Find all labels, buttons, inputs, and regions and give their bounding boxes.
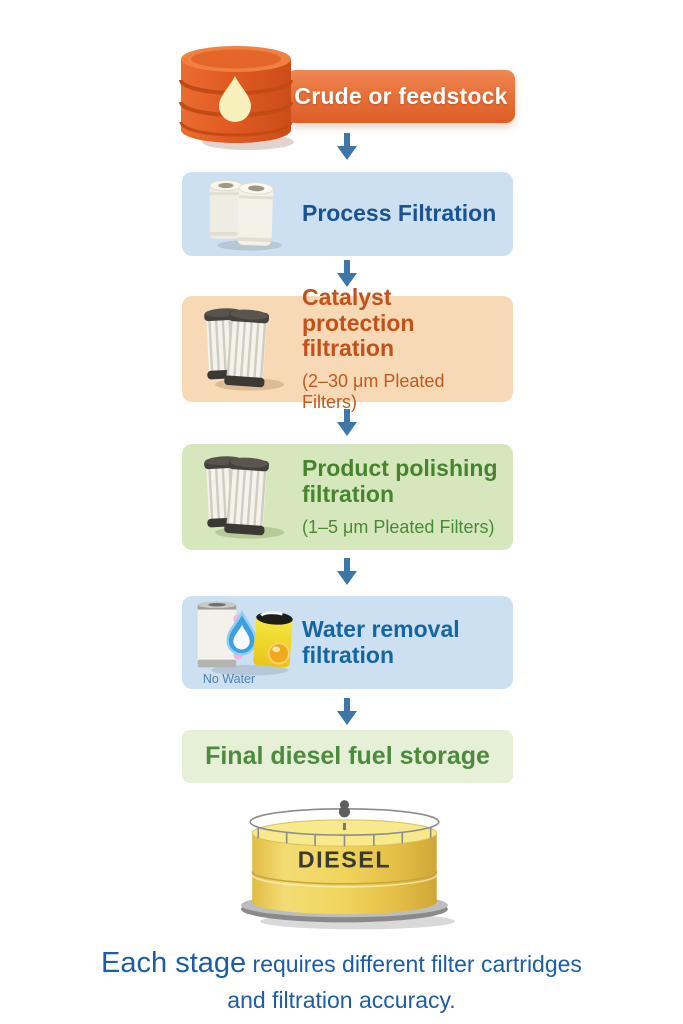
water-separator-icon: No Water [182, 599, 302, 686]
step-title: Water removal filtration [302, 615, 460, 668]
step-subtitle: (1–5 μm Pleated Filters) [302, 516, 495, 537]
arrow-down-icon [332, 259, 362, 289]
step-title: Catalyst protection filtration [302, 283, 415, 362]
source-banner: Crude or feedstock [287, 70, 515, 123]
pleated-filters-icon [182, 305, 302, 393]
footer-note: Each stage requires different filter car… [0, 944, 683, 1016]
source-banner-label: Crude or feedstock [294, 83, 508, 109]
step-subtitle: (2–30 μm Pleated Filters) [302, 371, 445, 413]
arrow-down-icon [332, 697, 362, 727]
step-title: Process Filtration [302, 200, 497, 227]
final-storage-banner: Final diesel fuel storage [182, 730, 513, 783]
arrow-down-icon [332, 408, 362, 438]
diesel-tank: DIESEL [238, 794, 456, 932]
step-title: Product polishing filtration [302, 455, 498, 507]
step-product-polishing-filtration: Product polishing filtration (1–5 μm Ple… [182, 444, 513, 550]
filter-cartridges-icon [182, 176, 302, 252]
arrow-down-icon [332, 132, 362, 162]
pleated-filters-icon [182, 453, 302, 541]
footer-line1: Each stage requires different filter car… [0, 944, 683, 983]
final-storage-label: Final diesel fuel storage [205, 742, 490, 770]
step-catalyst-protection-filtration: Catalyst protection filtration (2–30 μm … [182, 284, 513, 412]
oil-barrel-icon [176, 42, 294, 152]
footer-line2: and filtration accuracy. [227, 987, 456, 1014]
tank-label: DIESEL [298, 847, 391, 873]
footer-emphasis: Each stage [101, 947, 247, 979]
arrow-down-icon [332, 557, 362, 587]
step-process-filtration: Process Filtration [182, 172, 513, 256]
footer-line1-rest: requires different filter cartridges [246, 951, 582, 977]
step-water-removal-filtration: No Water Water removal filtration [182, 596, 513, 689]
no-water-label: No Water [202, 672, 256, 686]
